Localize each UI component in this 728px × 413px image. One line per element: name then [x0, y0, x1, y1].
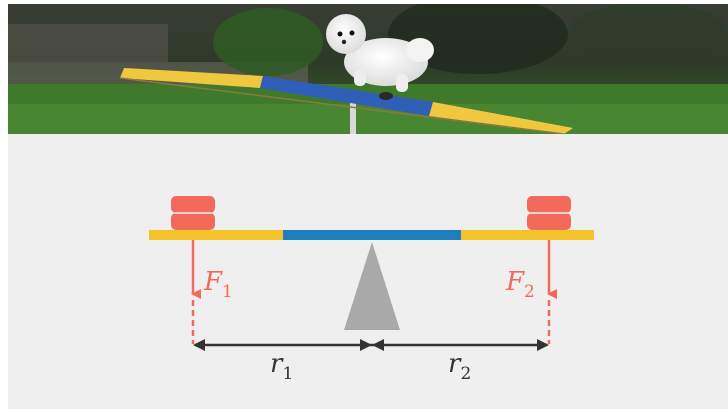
dimension-arrow-left-end [360, 339, 372, 351]
lawn-front [8, 104, 728, 134]
force-label-right: F2 [505, 267, 535, 302]
dimension-arrow-left-start [193, 339, 205, 351]
force-label-left: F1 [203, 267, 233, 302]
fulcrum [344, 242, 400, 330]
plank-blue-center [260, 76, 433, 116]
shrub [213, 8, 323, 76]
lever-diagram: F1 F2 r1 r2 [8, 134, 728, 409]
plank-left-yellow [120, 68, 263, 88]
dimension-arrow-right-end [537, 339, 549, 351]
beam-right-segment [461, 230, 594, 240]
tree-shadow [568, 4, 728, 66]
arm-label-left: r1 [270, 349, 293, 384]
plank-right-yellow [429, 102, 573, 134]
weight-right [527, 196, 571, 230]
seesaw-photo [8, 4, 728, 134]
dog-icon [326, 14, 434, 100]
weight-left [171, 196, 215, 230]
photo-illustration [8, 4, 728, 134]
arm-label-right: r2 [448, 349, 471, 384]
seesaw-post [350, 96, 356, 134]
lever-diagram-svg: F1 F2 r1 r2 [149, 196, 594, 384]
dark-hedge [388, 4, 568, 74]
beam-center-segment [283, 230, 461, 240]
plank-edge [119, 77, 565, 134]
beam-left-segment [149, 230, 283, 240]
stone-wall [8, 24, 168, 62]
dimension-arrow-right-start [372, 339, 384, 351]
